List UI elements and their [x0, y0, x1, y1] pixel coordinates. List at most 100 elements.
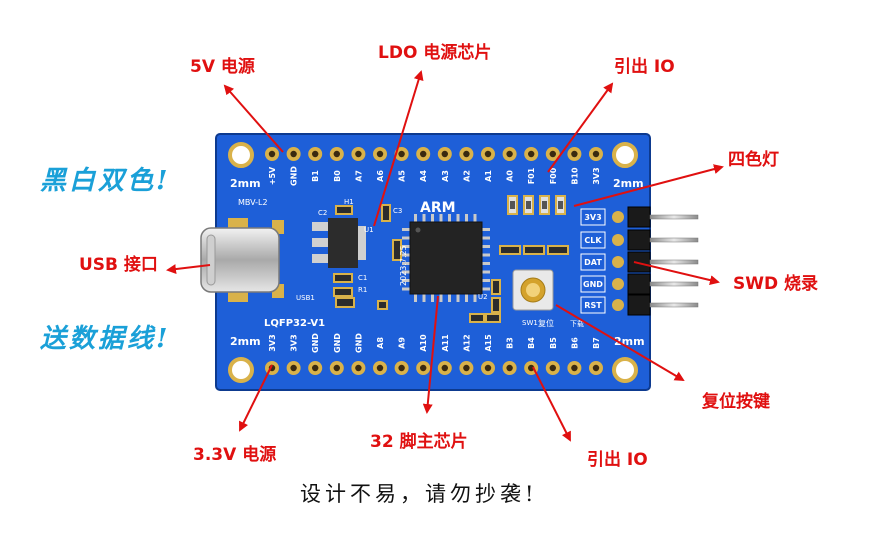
silk-mode: 下载 [570, 319, 584, 328]
swd-plastic [627, 273, 651, 295]
arrow-io-top [547, 82, 614, 173]
swd-plastic [627, 294, 651, 316]
led-body [510, 201, 515, 209]
bottom-pin-label: A10 [419, 334, 428, 352]
top-pin-hole [506, 150, 513, 158]
bottom-pin-hole [506, 364, 513, 372]
swd-label-box [580, 231, 606, 249]
arrow-33v [239, 364, 273, 432]
mcu-pin [482, 279, 490, 282]
top-pin-hole [312, 150, 319, 158]
mcu-pin [402, 262, 410, 265]
bottom-pin-hole [571, 364, 578, 372]
mcu-pin [431, 294, 434, 302]
top-pin-hole [441, 150, 448, 158]
swd-pad [612, 234, 624, 246]
mcu-pin [482, 287, 490, 291]
swd-label-box [580, 296, 606, 314]
top-pin-label: F00 [549, 167, 558, 184]
top-pin-hole [463, 150, 470, 158]
right-passives [469, 245, 569, 323]
top-pin-label: B1 [311, 170, 320, 182]
mcu-pin [482, 253, 490, 257]
silk-u2: U2 [478, 293, 488, 301]
silk-2mm-bottom-left: 2mm [230, 335, 261, 348]
silk-c3: C3 [393, 207, 402, 215]
silk-brand: ARM [420, 200, 456, 216]
silk-2mm-top-left: 2mm [230, 177, 261, 190]
callout-33v-power: 3.3V 电源 [193, 445, 277, 465]
top-pin-hole [484, 150, 492, 158]
swd-pad [612, 256, 624, 268]
bottom-pin-hole [463, 364, 470, 372]
silk-date: 2023.7.25 [399, 245, 408, 286]
silk-chip-name: LQFP32-V1 [264, 318, 325, 329]
arrow-ldo [373, 70, 424, 227]
led-body [526, 201, 531, 209]
mcu-pin [456, 294, 460, 302]
silk-h1: H1 [344, 198, 354, 206]
silk-r1: R1 [358, 286, 367, 294]
arrow-led [573, 164, 724, 207]
mcu-chip [402, 214, 490, 302]
swd-plastic [627, 206, 651, 228]
arrow-mcu [422, 295, 439, 414]
swd-label: GND [583, 280, 603, 289]
mcu-pin [402, 245, 410, 248]
bottom-pin-label: B7 [592, 337, 601, 349]
callout-32pin-mcu: 32 脚主芯片 [370, 432, 468, 452]
swd-label: CLK [584, 236, 602, 245]
top-pin-hole [333, 150, 340, 158]
swd-label: 3V3 [584, 213, 601, 222]
swd-pin [649, 214, 699, 220]
swd-label-box [580, 275, 606, 293]
mcu-pin [456, 214, 460, 222]
top-pin-label: B0 [333, 170, 342, 182]
top-pin-label: A1 [484, 170, 493, 182]
top-pin-label: A4 [419, 170, 428, 182]
bottom-pin-hole [333, 364, 340, 372]
bottom-pin-hole [528, 364, 535, 372]
top-pin-hole [571, 150, 578, 158]
bottom-pin-label: B6 [570, 337, 579, 349]
silk-u1: U1 [364, 226, 374, 234]
bottom-pin-hole [312, 364, 319, 372]
mcu-pin [402, 270, 410, 274]
ldo-regulator [312, 218, 366, 268]
top-pin-hole [268, 150, 276, 158]
mcu-pin [482, 245, 490, 248]
bottom-pin-label: A12 [462, 334, 471, 351]
four-color-led-array [507, 195, 566, 215]
mcu-pin [448, 214, 451, 222]
bottom-pin-hole [441, 364, 448, 372]
bottom-pin-label: 3V3 [268, 334, 277, 351]
top-pin-label: 3V3 [592, 167, 601, 184]
mcu-pin [473, 214, 477, 222]
callout-ldo-chip: LDO 电源芯片 [378, 43, 492, 63]
arrow-swd [633, 261, 720, 286]
silk-model: MBV-L2 [238, 198, 268, 207]
bottom-pin-label: A11 [441, 334, 450, 352]
callout-reset-button: 复位按键 [702, 392, 770, 412]
silk-sw1: SW1 [522, 319, 538, 327]
mcu-pin [482, 270, 490, 274]
top-pin-hole [376, 150, 384, 158]
mcu-pin [448, 294, 451, 302]
top-pin-hole [398, 150, 405, 158]
bottom-pin-label: GND [333, 333, 342, 353]
mcu-pin [414, 294, 417, 302]
swd-pin [649, 259, 699, 265]
mcu-pin [465, 294, 468, 302]
silk-reset: 复位 [538, 318, 554, 328]
top-pin-label: A2 [462, 170, 471, 182]
swd-pin [649, 302, 699, 308]
side-text-bottom: 送数据线! [40, 324, 171, 354]
swd-label-box [580, 253, 606, 271]
bottom-pin-hole [355, 364, 362, 372]
mcu-pin [439, 214, 443, 222]
swd-pad [612, 299, 624, 311]
callout-four-color-led: 四色灯 [728, 150, 779, 170]
mcu-pin [431, 214, 434, 222]
